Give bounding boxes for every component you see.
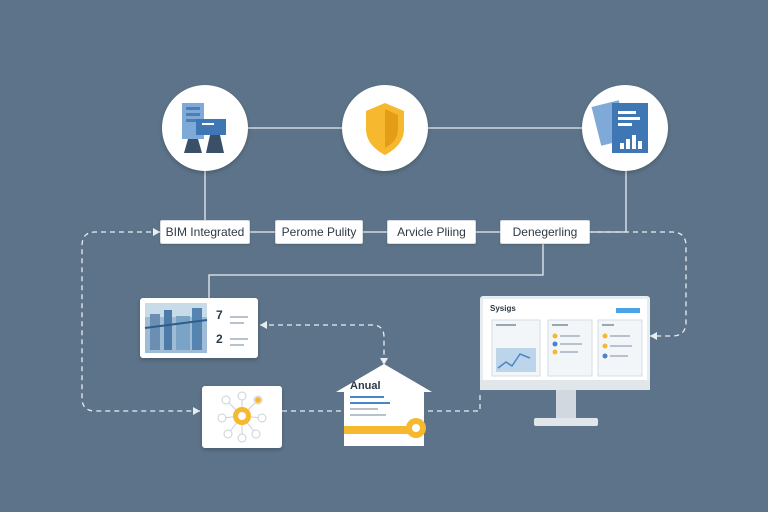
photo-card[interactable]: 7 2 [140,298,258,358]
photo-card-number-2: 2 [216,332,223,346]
node-security[interactable] [342,85,428,171]
node-bim[interactable] [162,85,248,171]
photo-card-number-1: 7 [216,308,223,322]
house-document-icon [336,364,432,446]
step-label-2[interactable]: Perome Pulity [275,220,363,244]
node-documents[interactable] [582,85,668,171]
step-label-1[interactable]: BIM Integrated [160,220,250,244]
shield-icon [366,103,404,155]
monitor-screen [480,296,650,426]
construction-photo [144,303,248,353]
document-chart-icon [591,100,648,153]
step-label-4[interactable]: Denegerling [500,220,590,244]
network-card[interactable] [202,386,282,448]
house-card[interactable]: Anual [336,362,432,446]
building-machinery-icon [182,103,226,153]
network-hub-icon [217,391,267,443]
house-card-title: Anual [350,380,381,392]
dashboard-monitor[interactable]: Sysigs [480,296,650,428]
monitor-title: Sysigs [490,304,516,313]
step-label-3[interactable]: Arvicle Pliing [387,220,476,244]
